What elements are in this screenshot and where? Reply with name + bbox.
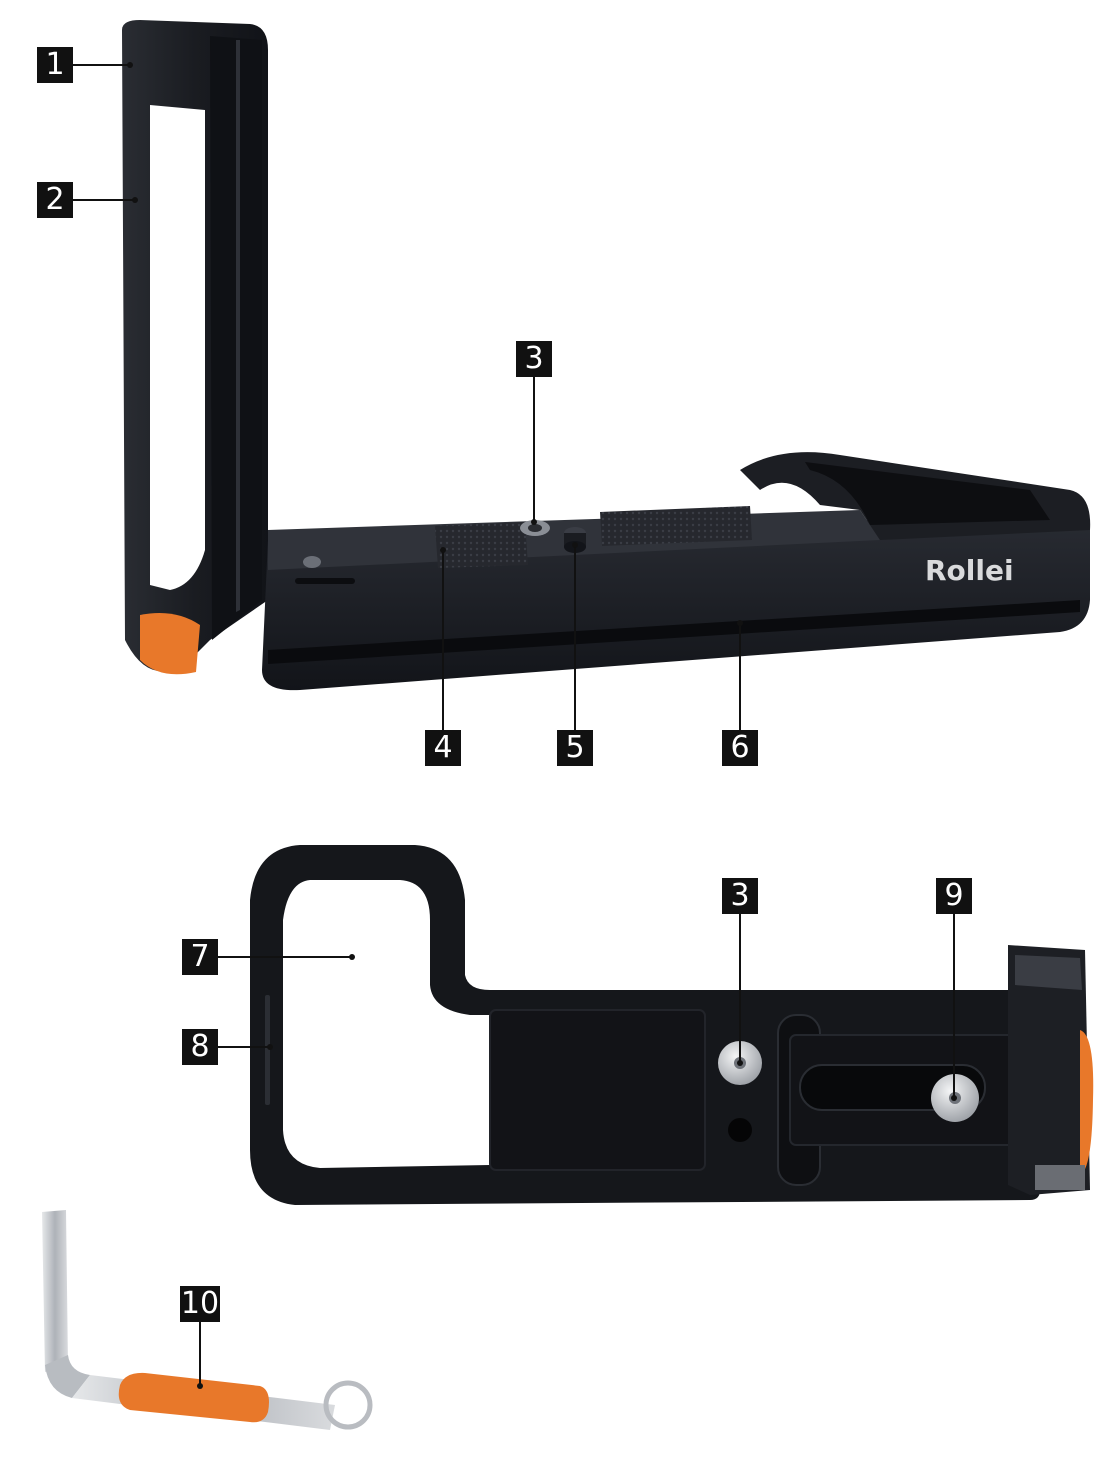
callout-3-top: 3: [516, 341, 552, 377]
callout-8: 8: [182, 1029, 218, 1065]
vertical-arm-slot: [150, 105, 205, 590]
leader-lines: [73, 62, 957, 1389]
clamp-block: [1008, 945, 1090, 1195]
knurled-pad-left: [435, 522, 528, 568]
grip-cutout: [283, 880, 490, 1168]
callout-7: 7: [182, 939, 218, 975]
callout-10: 10: [180, 1286, 220, 1322]
callout-5: 5: [557, 730, 593, 766]
callout-4: 4: [425, 730, 461, 766]
callout-6: 6: [722, 730, 758, 766]
callout-2: 2: [37, 182, 73, 218]
callout-1: 1: [37, 47, 73, 83]
hex-key: [42, 1210, 373, 1430]
knurled-pad-right: [600, 506, 752, 546]
bracket-top-down-view: [250, 845, 1094, 1205]
key-ring: [323, 1380, 373, 1430]
callout-9: 9: [936, 878, 972, 914]
callout-3-middle: 3: [722, 878, 758, 914]
brand-logo: Rollei: [925, 554, 1014, 587]
l-bracket-top-view: Rollei: [122, 20, 1091, 691]
key-orange-grip: [118, 1372, 269, 1423]
orange-foot: [140, 612, 200, 675]
